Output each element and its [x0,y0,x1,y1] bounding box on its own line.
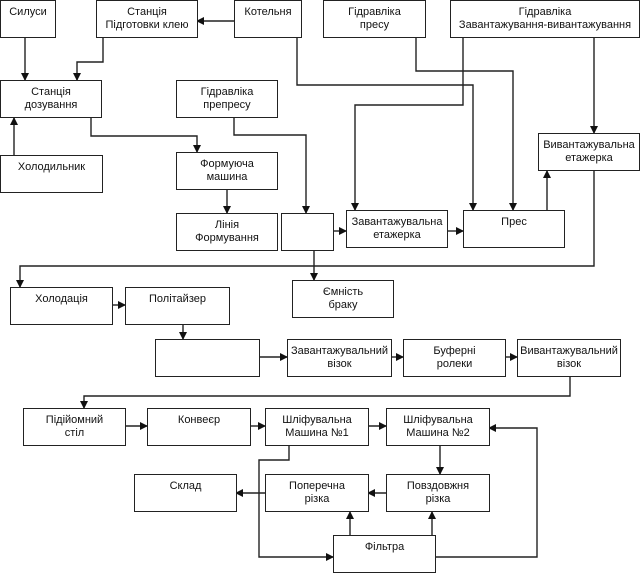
node-lift-table: Підійомний стіл [23,408,126,446]
arrow-sanding1-filter [258,445,334,561]
node-prepress-hydraulics: Гідравліка препресу [176,80,278,118]
node-boiler: Котельня [234,0,302,38]
arrow-unloadingrack-cooling [16,171,595,288]
node-blank-transfer [155,339,260,377]
arrow-prepress-blank [233,118,310,214]
node-reject-container: Ємність браку [292,280,394,318]
node-dosing-station: Станція дозування [0,80,102,118]
node-glue-station: Станція Підготовки клею [96,0,198,38]
node-sanding-machine-2: Шліфувальна Машина №2 [386,408,490,446]
node-loading-rack: Завантажувальна етажерка [346,210,448,248]
arrow-presshyd-press [415,38,517,211]
node-cooling: Холодація [10,287,113,325]
node-sanding-machine-1: Шліфувальна Машина №1 [265,408,369,446]
arrow-filter-sanding2 [435,424,538,558]
node-loading-cart: Завантажувальний візок [287,339,392,377]
node-cross-cut: Поперечна різка [265,474,369,512]
node-forming-machine: Формуюча машина [176,152,278,190]
node-forming-line: Лінія Формування [176,213,278,251]
arrow-luhyd-loadingrack [351,38,464,211]
node-silosy: Силуси [0,0,56,38]
node-load-unload-hydraulics: Гідравліка Завантажування-вивантажування [450,0,640,38]
arrow-unloadingcart-lift [80,376,571,409]
node-blank-prepress [281,213,334,251]
node-conveyor: Конвеєр [147,408,251,446]
node-filter: Фільтра [333,535,436,573]
node-warehouse: Склад [134,474,237,512]
arrow-dosing-forming [90,118,201,153]
node-press-hydraulics: Гідравліка пресу [323,0,426,38]
arrow-glue-dosing [73,38,104,81]
node-press: Прес [463,210,565,248]
node-buffer-rollers: Буферні ролеки [403,339,506,377]
node-unloading-cart: Вивантажувальний візок [517,339,621,377]
node-rip-cut: Повздовжня різка [386,474,490,512]
arrow-boiler-press [296,38,477,211]
node-unloading-rack: Вивантажувальна етажерка [538,133,640,171]
node-politizer: Політайзер [125,287,230,325]
node-refrigerator: Холодильник [0,155,103,193]
